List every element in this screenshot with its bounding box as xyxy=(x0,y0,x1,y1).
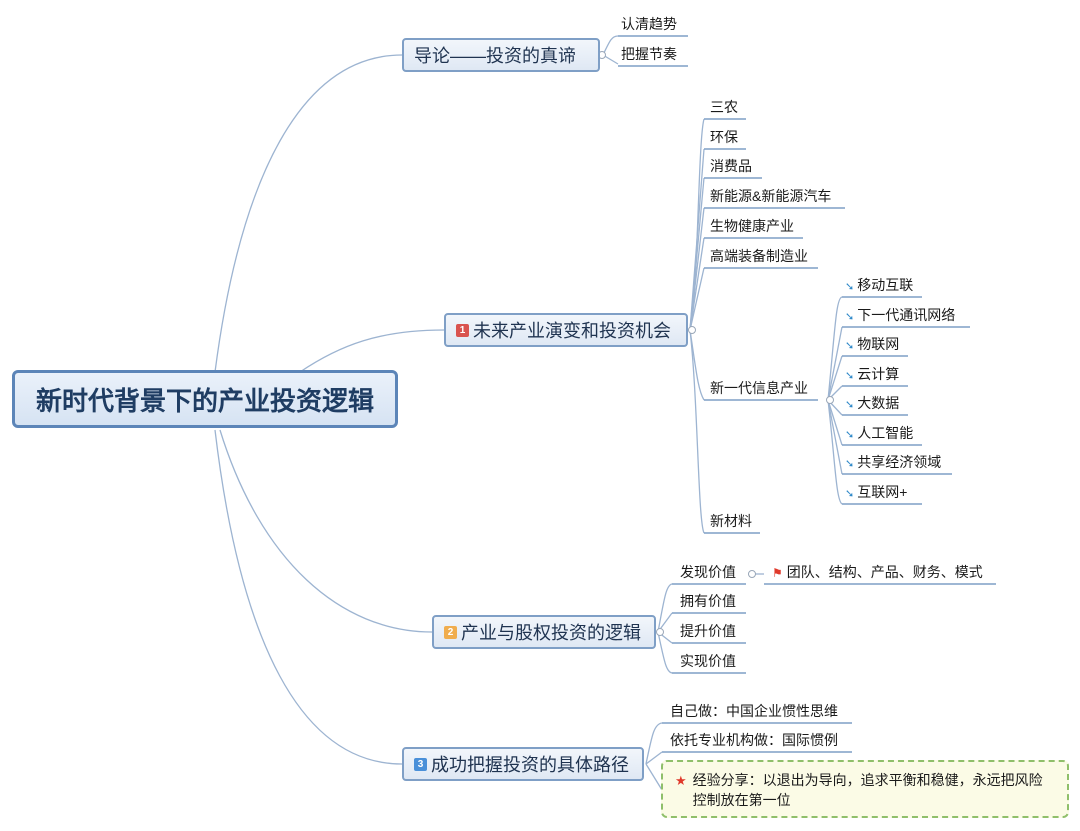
leaf-sharing-economy[interactable]: ➘共享经济领域 xyxy=(845,454,942,470)
arrow-icon: ➘ xyxy=(845,281,855,293)
leaf-iot[interactable]: ➘物联网 xyxy=(845,336,900,352)
priority-3-icon: 3 xyxy=(414,757,427,771)
branch-specific-path-label: 成功把握投资的具体路径 xyxy=(431,755,629,775)
branch-equity-logic-label: 产业与股权投资的逻辑 xyxy=(461,623,641,643)
priority-1-icon: 1 xyxy=(456,323,469,337)
branch-intro[interactable]: 导论——投资的真谛 xyxy=(402,38,600,72)
leaf-agriculture[interactable]: 三农 xyxy=(710,99,738,115)
leaf-cloud-computing[interactable]: ➘云计算 xyxy=(845,366,900,382)
leaf-consumer-goods[interactable]: 消费品 xyxy=(710,158,752,174)
leaf-environment[interactable]: 环保 xyxy=(710,129,738,145)
leaf-mobile-internet[interactable]: ➘移动互联 xyxy=(845,277,914,293)
leaf-new-gen-it[interactable]: 新一代信息产业 xyxy=(710,380,808,396)
arrow-icon: ➘ xyxy=(845,429,855,441)
branch-specific-path[interactable]: 3 成功把握投资的具体路径 xyxy=(402,747,644,781)
leaf-realize-value[interactable]: 实现价值 xyxy=(680,653,736,669)
experience-note-text: 经验分享：以退出为导向，追求平衡和稳健，永远把风险控制放在第一位 xyxy=(692,772,1043,808)
arrow-icon: ➘ xyxy=(845,340,855,352)
leaf-recognize-trend[interactable]: 认清趋势 xyxy=(621,16,677,32)
leaf-internet-plus[interactable]: ➘互联网+ xyxy=(845,484,908,500)
arrow-icon: ➘ xyxy=(845,458,855,470)
leaf-enhance-value[interactable]: 提升价值 xyxy=(680,623,736,639)
leaf-professional-institution[interactable]: 依托专业机构做：国际惯例 xyxy=(670,732,838,748)
leaf-new-energy[interactable]: 新能源&新能源汽车 xyxy=(710,188,832,204)
experience-note[interactable]: ★ 经验分享：以退出为导向，追求平衡和稳健，永远把风险控制放在第一位 xyxy=(661,760,1069,818)
leaf-own-value[interactable]: 拥有价值 xyxy=(680,593,736,609)
arrow-icon: ➘ xyxy=(845,370,855,382)
leaf-next-gen-network[interactable]: ➘下一代通讯网络 xyxy=(845,307,956,323)
leaf-high-end-manufacturing[interactable]: 高端装备制造业 xyxy=(710,248,808,264)
branch-future-industry[interactable]: 1 未来产业演变和投资机会 xyxy=(444,313,688,347)
leaf-grasp-rhythm[interactable]: 把握节奏 xyxy=(621,46,677,62)
branch-intro-label: 导论——投资的真谛 xyxy=(414,46,576,66)
arrow-icon: ➘ xyxy=(845,311,855,323)
leaf-discover-value[interactable]: 发现价值 xyxy=(680,564,736,580)
priority-2-icon: 2 xyxy=(444,625,457,639)
leaf-do-it-yourself[interactable]: 自己做：中国企业惯性思维 xyxy=(670,703,838,719)
leaf-ai[interactable]: ➘人工智能 xyxy=(845,425,914,441)
branch-future-industry-label: 未来产业演变和投资机会 xyxy=(473,321,671,341)
flag-icon: ⚑ xyxy=(772,566,783,580)
branch-equity-logic[interactable]: 2 产业与股权投资的逻辑 xyxy=(432,615,656,649)
leaf-new-materials[interactable]: 新材料 xyxy=(710,513,752,529)
arrow-icon: ➘ xyxy=(845,488,855,500)
leaf-discover-detail[interactable]: ⚑团队、结构、产品、财务、模式 xyxy=(772,564,983,580)
star-icon: ★ xyxy=(675,773,687,788)
leaf-big-data[interactable]: ➘大数据 xyxy=(845,395,900,411)
root-topic[interactable]: 新时代背景下的产业投资逻辑 xyxy=(12,370,398,428)
arrow-icon: ➘ xyxy=(845,399,855,411)
leaf-bio-health[interactable]: 生物健康产业 xyxy=(710,218,794,234)
